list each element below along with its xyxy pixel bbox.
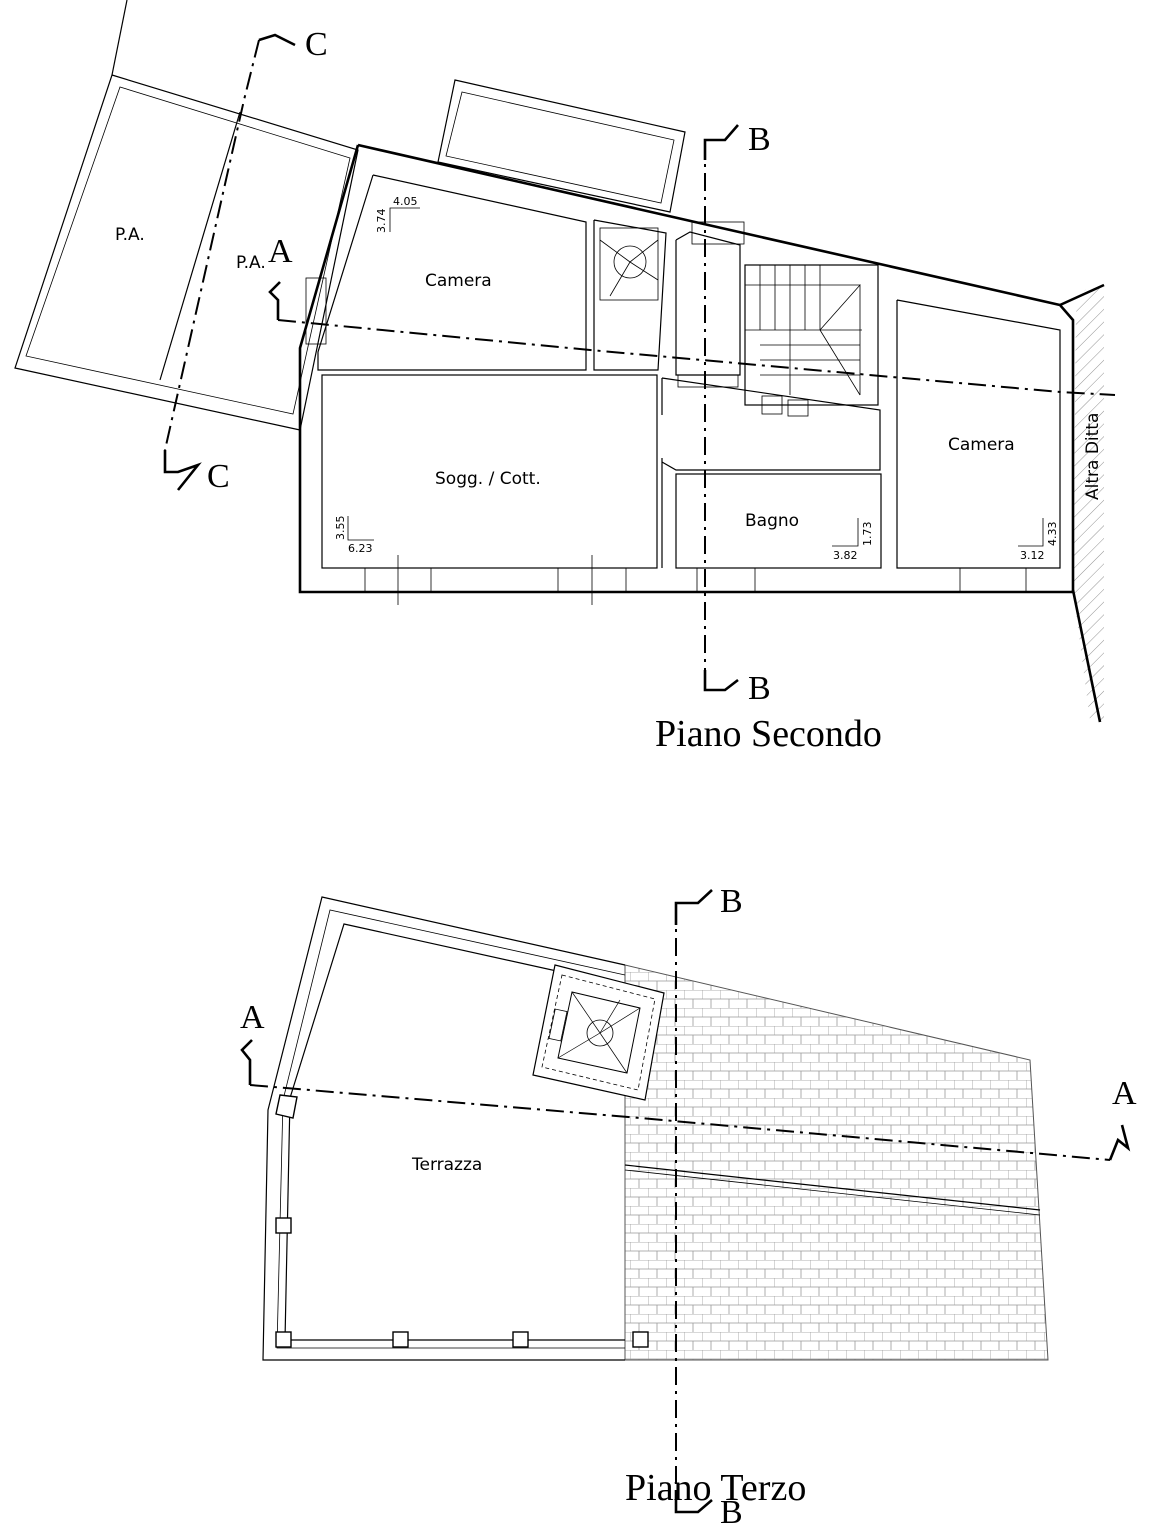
second-floor-plan: C C B B A P.A. P.A. Camera Sogg. / Cott.… — [14, 0, 1116, 755]
dim-camera-left-h: 3.74 — [375, 209, 388, 234]
paved-roof-area — [624, 964, 1049, 1361]
corner-pillar — [275, 1094, 298, 1119]
third-floor-title: Piano Terzo — [625, 1467, 806, 1509]
main-inner-wall — [317, 174, 587, 371]
section-b-bottom-label: B — [748, 670, 771, 707]
section-c-bottom-label: C — [207, 458, 230, 495]
dim-soggiorno-h: 3.55 — [334, 516, 347, 541]
altra-ditta-boundary — [1059, 283, 1105, 307]
column-1 — [275, 1331, 292, 1348]
room-pa-2: P.A. — [236, 253, 266, 273]
ridge-line — [624, 1164, 1041, 1211]
room-altra-ditta: Altra Ditta — [1083, 413, 1103, 500]
windows — [305, 221, 1027, 605]
section-a-left-label-3: A — [240, 999, 265, 1036]
section-a-right-label-3: A — [1112, 1075, 1137, 1112]
bagno-outline — [675, 473, 882, 569]
altra-ditta-boundary-lower — [1071, 589, 1102, 723]
room-terrazza: Terrazza — [411, 1155, 482, 1175]
balcony-outer — [437, 79, 686, 213]
dim-camera-left-w: 4.05 — [393, 195, 418, 208]
ridge-line-2 — [624, 1169, 1041, 1216]
room-camera-right: Camera — [948, 435, 1015, 455]
stair-box — [593, 219, 667, 371]
section-a-left-label: A — [268, 233, 293, 270]
stair-turret — [532, 964, 665, 1101]
section-c-top-label: C — [305, 26, 328, 63]
spiral-stair-second — [599, 227, 659, 301]
soggiorno-outline — [321, 374, 658, 569]
dim-bagno-h: 1.73 — [861, 522, 874, 547]
second-floor-title: Piano Secondo — [655, 713, 882, 755]
section-a-right-marker-3 — [1108, 1124, 1131, 1161]
room-soggiorno: Sogg. / Cott. — [435, 469, 541, 489]
corridor-wall — [675, 231, 741, 376]
section-b-bottom-label-3: B — [720, 1494, 743, 1531]
section-b-bottom-marker-3 — [674, 1490, 713, 1514]
dim-camera-right-h: 4.33 — [1046, 522, 1059, 547]
dim-mark-bagno — [832, 518, 859, 547]
column-3 — [392, 1331, 409, 1348]
dim-mark-soggiorno — [347, 516, 374, 541]
column-4 — [512, 1331, 529, 1348]
terrace-parapet-outer — [262, 896, 626, 1361]
section-b-top-label-3: B — [720, 883, 743, 920]
column-2 — [275, 1217, 292, 1234]
dim-bagno-w: 3.82 — [833, 549, 858, 562]
pa-divider — [159, 111, 241, 381]
room-bagno: Bagno — [745, 511, 799, 531]
camera-right-outline — [896, 299, 1061, 569]
dim-mark-camera-right — [1018, 518, 1044, 547]
balcony-inner — [445, 91, 675, 204]
section-b-top-marker-3 — [674, 889, 713, 925]
dim-camera-right-w: 3.12 — [1020, 549, 1045, 562]
altra-ditta-hatch — [1073, 285, 1104, 720]
third-floor-plan: A A B B Terrazza Piano Terzo — [240, 883, 1137, 1531]
room-camera-left: Camera — [425, 271, 492, 291]
top-left-boundary — [111, 0, 128, 76]
section-c-top-marker — [258, 33, 296, 47]
section-c-bottom-marker — [163, 450, 202, 491]
section-b-top-marker — [703, 124, 739, 160]
section-b-top-label: B — [748, 121, 771, 158]
section-a-left-marker-3 — [240, 1039, 253, 1085]
pa-outer-outline — [14, 74, 359, 431]
main-staircase — [744, 264, 879, 406]
column-5 — [632, 1331, 649, 1348]
pa-inner-outline — [25, 86, 351, 415]
dim-mark-camera-left — [389, 207, 420, 232]
room-pa-1: P.A. — [115, 225, 145, 245]
dim-soggiorno-w: 6.23 — [348, 542, 373, 555]
section-b-bottom-marker — [703, 670, 739, 692]
hall-outline — [661, 377, 881, 471]
section-lines-third — [249, 905, 1111, 1505]
section-lines-second — [164, 39, 1116, 680]
fixture-1 — [761, 395, 783, 415]
main-outer-wall — [298, 143, 1075, 594]
fixture-2 — [787, 399, 809, 417]
section-a-left-marker — [268, 281, 281, 320]
